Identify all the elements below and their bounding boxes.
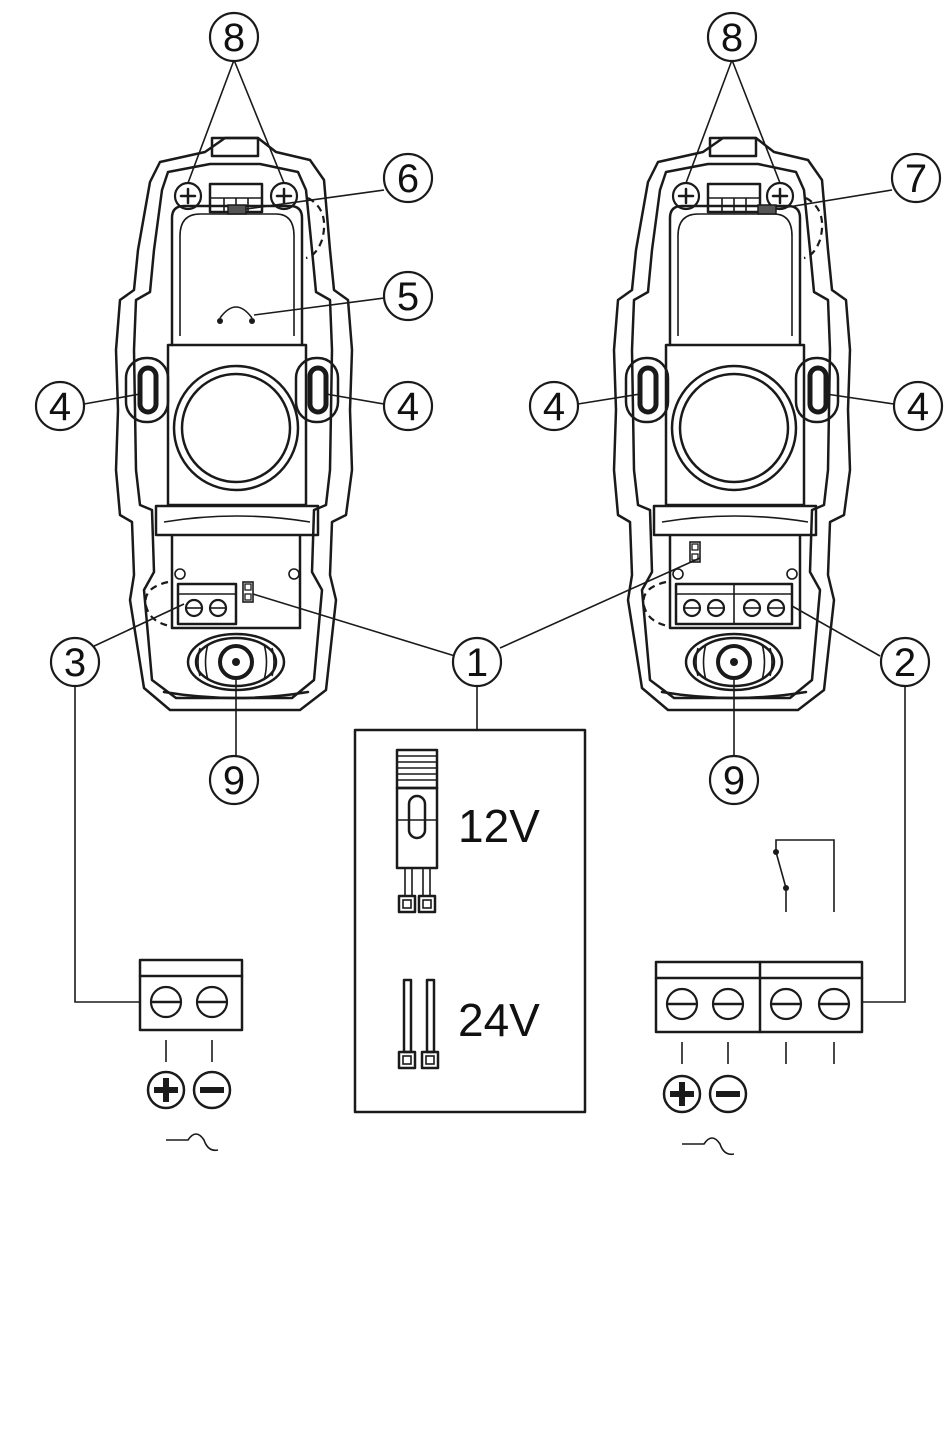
right-plus-icon bbox=[664, 1076, 700, 1112]
left-device-board-jumper bbox=[243, 582, 253, 602]
callout-9-right-label: 9 bbox=[723, 759, 745, 803]
jumper-12v-label: 12V bbox=[458, 800, 540, 852]
right-device-slot-right bbox=[796, 358, 838, 422]
relay-contact-icon bbox=[773, 840, 834, 912]
right-device-lens-inner bbox=[680, 374, 788, 482]
callout-9-left-label: 9 bbox=[223, 759, 245, 803]
callout-5: 5 bbox=[384, 272, 432, 320]
jumper-24v-icon bbox=[399, 980, 438, 1068]
right-device bbox=[614, 138, 850, 710]
left-power-terminal bbox=[140, 960, 242, 1150]
callout-9-left: 9 bbox=[210, 756, 258, 804]
callout-6: 6 bbox=[384, 154, 432, 202]
callout-4-d: 4 bbox=[894, 382, 942, 430]
jumper-24v-label: 24V bbox=[458, 994, 540, 1046]
right-device-lens-outer bbox=[672, 366, 796, 490]
left-device-lens-inner bbox=[182, 374, 290, 482]
callout-4-a: 4 bbox=[36, 382, 84, 430]
callout-4-c: 4 bbox=[530, 382, 578, 430]
right-device-indicator bbox=[758, 205, 776, 214]
left-ac-symbol-icon bbox=[166, 1134, 218, 1150]
left-device-indicator bbox=[228, 205, 246, 214]
right-device-upper-board bbox=[670, 206, 800, 345]
callout-6-label: 6 bbox=[397, 157, 419, 201]
callout-7-label: 7 bbox=[905, 157, 927, 201]
left-device-dashed-marker-bottom bbox=[145, 582, 170, 626]
jumper-12v-icon bbox=[397, 750, 437, 912]
callout-8-left: 8 bbox=[210, 13, 258, 61]
callout-3: 3 bbox=[51, 638, 99, 686]
callout-5-label: 5 bbox=[397, 275, 419, 319]
callout-8-right: 8 bbox=[708, 13, 756, 61]
callout-2-label: 2 bbox=[894, 641, 916, 685]
callout-8-right-label: 8 bbox=[721, 16, 743, 60]
callout-1-label: 1 bbox=[466, 641, 488, 685]
left-device-lens-outer bbox=[174, 366, 298, 490]
jumper-panel-frame bbox=[355, 730, 585, 1112]
callout-4-b: 4 bbox=[384, 382, 432, 430]
left-minus-icon bbox=[194, 1072, 230, 1108]
callout-4-c-label: 4 bbox=[543, 385, 565, 429]
left-device-terminal-block bbox=[178, 584, 236, 624]
left-plus-icon bbox=[148, 1072, 184, 1108]
callout-4-a-label: 4 bbox=[49, 385, 71, 429]
callout-4-d-label: 4 bbox=[907, 385, 929, 429]
right-minus-icon bbox=[710, 1076, 746, 1112]
right-terminal bbox=[656, 840, 862, 1154]
right-device-terminal-block bbox=[676, 584, 792, 624]
callout-9-right: 9 bbox=[710, 756, 758, 804]
left-device-upper-board bbox=[172, 206, 302, 345]
callout-8-left-label: 8 bbox=[223, 16, 245, 60]
callout-3-label: 3 bbox=[64, 641, 86, 685]
right-ac-symbol-icon bbox=[682, 1138, 734, 1154]
callout-2: 2 bbox=[881, 638, 929, 686]
callout-7: 7 bbox=[892, 154, 940, 202]
left-device bbox=[116, 138, 352, 710]
left-device-slot-left bbox=[126, 358, 168, 422]
callout-4-b-label: 4 bbox=[397, 385, 419, 429]
left-device-top-hinge bbox=[212, 138, 258, 156]
left-device-jumper-symbol bbox=[217, 307, 255, 324]
callout-1: 1 bbox=[453, 638, 501, 686]
jumper-panel: 12V 24V bbox=[355, 730, 585, 1112]
